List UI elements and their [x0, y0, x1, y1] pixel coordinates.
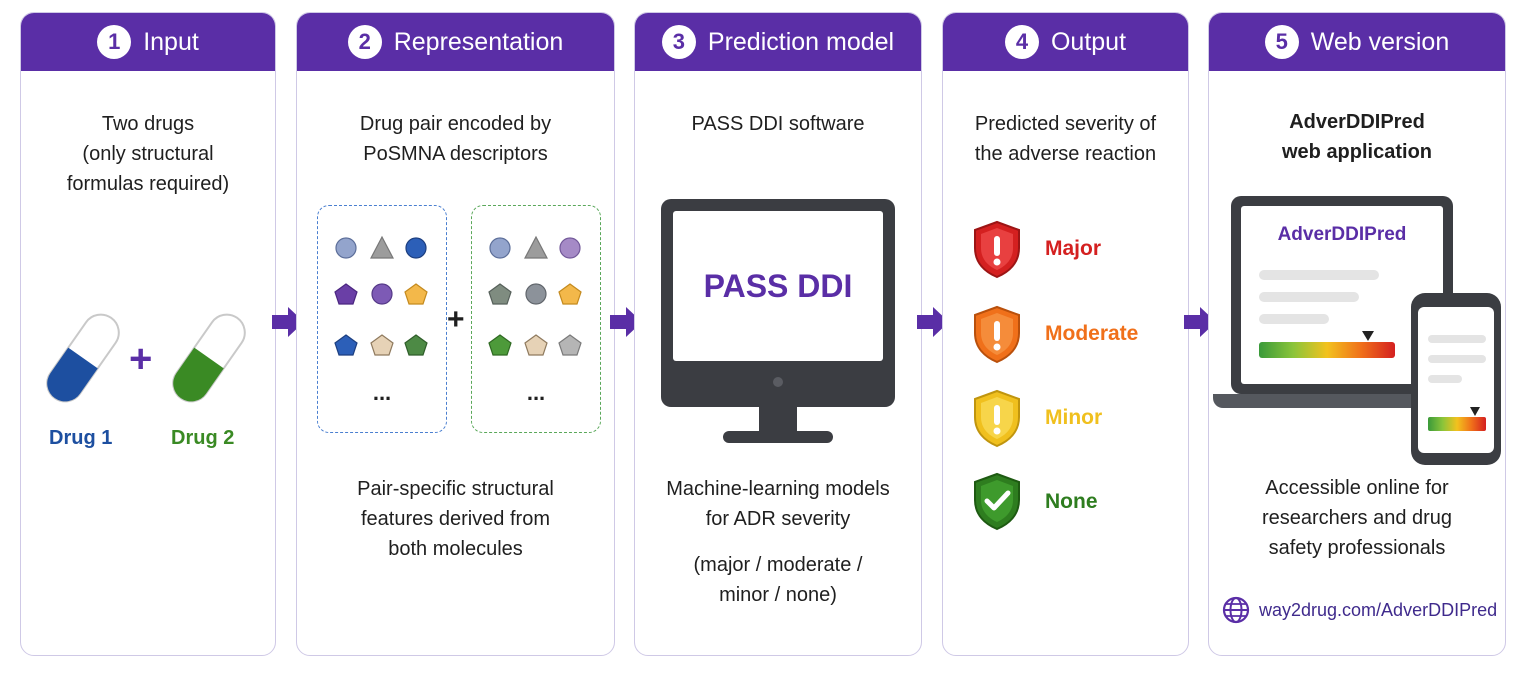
severity-label-none: None [1045, 490, 1098, 513]
panel-header: 5 Web version [1209, 13, 1505, 71]
descriptor-shapes-icon [334, 235, 428, 356]
text-line: web application [1281, 141, 1433, 163]
web-description: Accessible online for researchers and dr… [1209, 473, 1505, 563]
descriptor-box-drug1: ... [317, 205, 447, 433]
descriptor-box-drug2: ... [471, 205, 601, 433]
step-number: 1 [97, 25, 132, 59]
text-line: Drug pair encoded by [359, 113, 552, 135]
panel-header: 4 Output [943, 13, 1188, 71]
panel-header: 1 Input [21, 13, 275, 71]
representation-description: Drug pair encoded by PoSMNA descriptors [297, 109, 614, 169]
text-line: for ADR severity [705, 508, 851, 530]
placeholder-line [1259, 314, 1329, 324]
severity-gauge [1428, 417, 1486, 431]
monitor-screen: PASS DDI [673, 211, 883, 361]
descriptor-shapes-icon [488, 235, 582, 356]
monitor-base [723, 431, 833, 443]
text-line: PASS DDI software [691, 113, 865, 135]
text-line: Two drugs [101, 113, 195, 135]
monitor-icon: PASS DDI [661, 199, 895, 407]
major-shield-icon [974, 220, 1020, 279]
panel-title: Output [1050, 27, 1127, 56]
text-line: minor / none) [719, 584, 837, 606]
minor-shield-icon [974, 389, 1020, 448]
text-line: (major / moderate / [693, 554, 863, 576]
text-line: PoSMNA descriptors [363, 143, 548, 165]
gauge-pointer-icon [1470, 407, 1480, 416]
phone-screen [1418, 307, 1494, 453]
panel-header: 2 Representation [297, 13, 614, 71]
text-line: Predicted severity of [974, 113, 1157, 135]
panel-prediction-model: 3 Prediction model PASS DDI software PAS… [634, 12, 922, 656]
ellipsis: ... [372, 380, 392, 405]
none-shield-check-icon [974, 472, 1020, 531]
ellipsis: ... [526, 380, 546, 405]
laptop-base [1213, 394, 1467, 408]
plus-sign: + [447, 303, 465, 336]
text-line: Pair-specific structural [357, 478, 554, 500]
step-number: 3 [661, 25, 696, 59]
plus-sign: + [129, 337, 153, 381]
text-line: safety professionals [1268, 537, 1446, 559]
power-led [773, 377, 783, 387]
drug2-capsule-icon [172, 313, 246, 403]
text-line: Accessible online for [1265, 477, 1449, 499]
drug2-label: Drug 2 [171, 427, 235, 449]
placeholder-line [1428, 375, 1462, 383]
phone-icon [1411, 293, 1501, 465]
panel-title: Web version [1310, 27, 1450, 56]
drug1-capsule-icon [46, 313, 120, 403]
flow-arrow-icon [917, 307, 949, 337]
step-number: 5 [1264, 25, 1299, 59]
prediction-software-label: PASS DDI software [635, 109, 921, 139]
panel-web-version: 5 Web version AdverDDIPred web applicati… [1208, 12, 1506, 656]
panel-representation: 2 Representation Drug pair encoded by Po… [296, 12, 615, 656]
gauge-pointer-icon [1362, 331, 1374, 341]
screen-title: PASS DDI [703, 267, 853, 304]
severity-label-major: Major [1045, 237, 1102, 260]
severity-classes: (major / moderate / minor / none) [635, 550, 921, 610]
output-description: Predicted severity of the adverse reacti… [943, 109, 1188, 169]
panel-header: 3 Prediction model [635, 13, 921, 71]
prediction-description: Machine-learning models for ADR severity [635, 474, 921, 534]
text-line: AdverDDIPred [1289, 111, 1425, 133]
text-line: (only structural [82, 143, 214, 165]
placeholder-line [1259, 292, 1359, 302]
text-line: the adverse reaction [974, 143, 1157, 165]
panel-title: Prediction model [707, 27, 895, 56]
representation-footer: Pair-specific structural features derive… [297, 474, 614, 564]
step-number: 4 [1004, 25, 1039, 59]
laptop-screen: AdverDDIPred [1241, 206, 1443, 384]
text-line: features derived from [361, 508, 550, 530]
text-line: Machine-learning models [666, 478, 890, 500]
laptop-app-title: AdverDDIPred [1277, 224, 1407, 245]
text-line: researchers and drug [1261, 507, 1453, 529]
severity-gauge [1259, 342, 1395, 358]
input-description: Two drugs (only structural formulas requ… [21, 109, 275, 199]
placeholder-line [1428, 335, 1486, 343]
panel-input: 1 Input Two drugs (only structural formu… [20, 12, 276, 656]
step-number: 2 [347, 25, 382, 59]
web-url[interactable]: way2drug.com/AdverDDIPred [1259, 599, 1498, 620]
web-link[interactable]: way2drug.com/AdverDDIPred [1221, 595, 1497, 625]
text-line: both molecules [388, 538, 523, 560]
placeholder-line [1259, 270, 1379, 280]
severity-label-moderate: Moderate [1045, 322, 1139, 345]
globe-icon [1222, 596, 1250, 624]
placeholder-line [1428, 355, 1486, 363]
severity-label-minor: Minor [1045, 406, 1103, 429]
drug1-label: Drug 1 [49, 427, 113, 449]
panel-output: 4 Output Predicted severity of the adver… [942, 12, 1189, 656]
panel-title: Representation [393, 27, 564, 56]
monitor-stand [759, 407, 797, 433]
text-line: formulas required) [66, 173, 230, 195]
web-app-title: AdverDDIPred web application [1209, 107, 1505, 167]
panel-title: Input [143, 27, 199, 56]
moderate-shield-icon [974, 305, 1020, 364]
